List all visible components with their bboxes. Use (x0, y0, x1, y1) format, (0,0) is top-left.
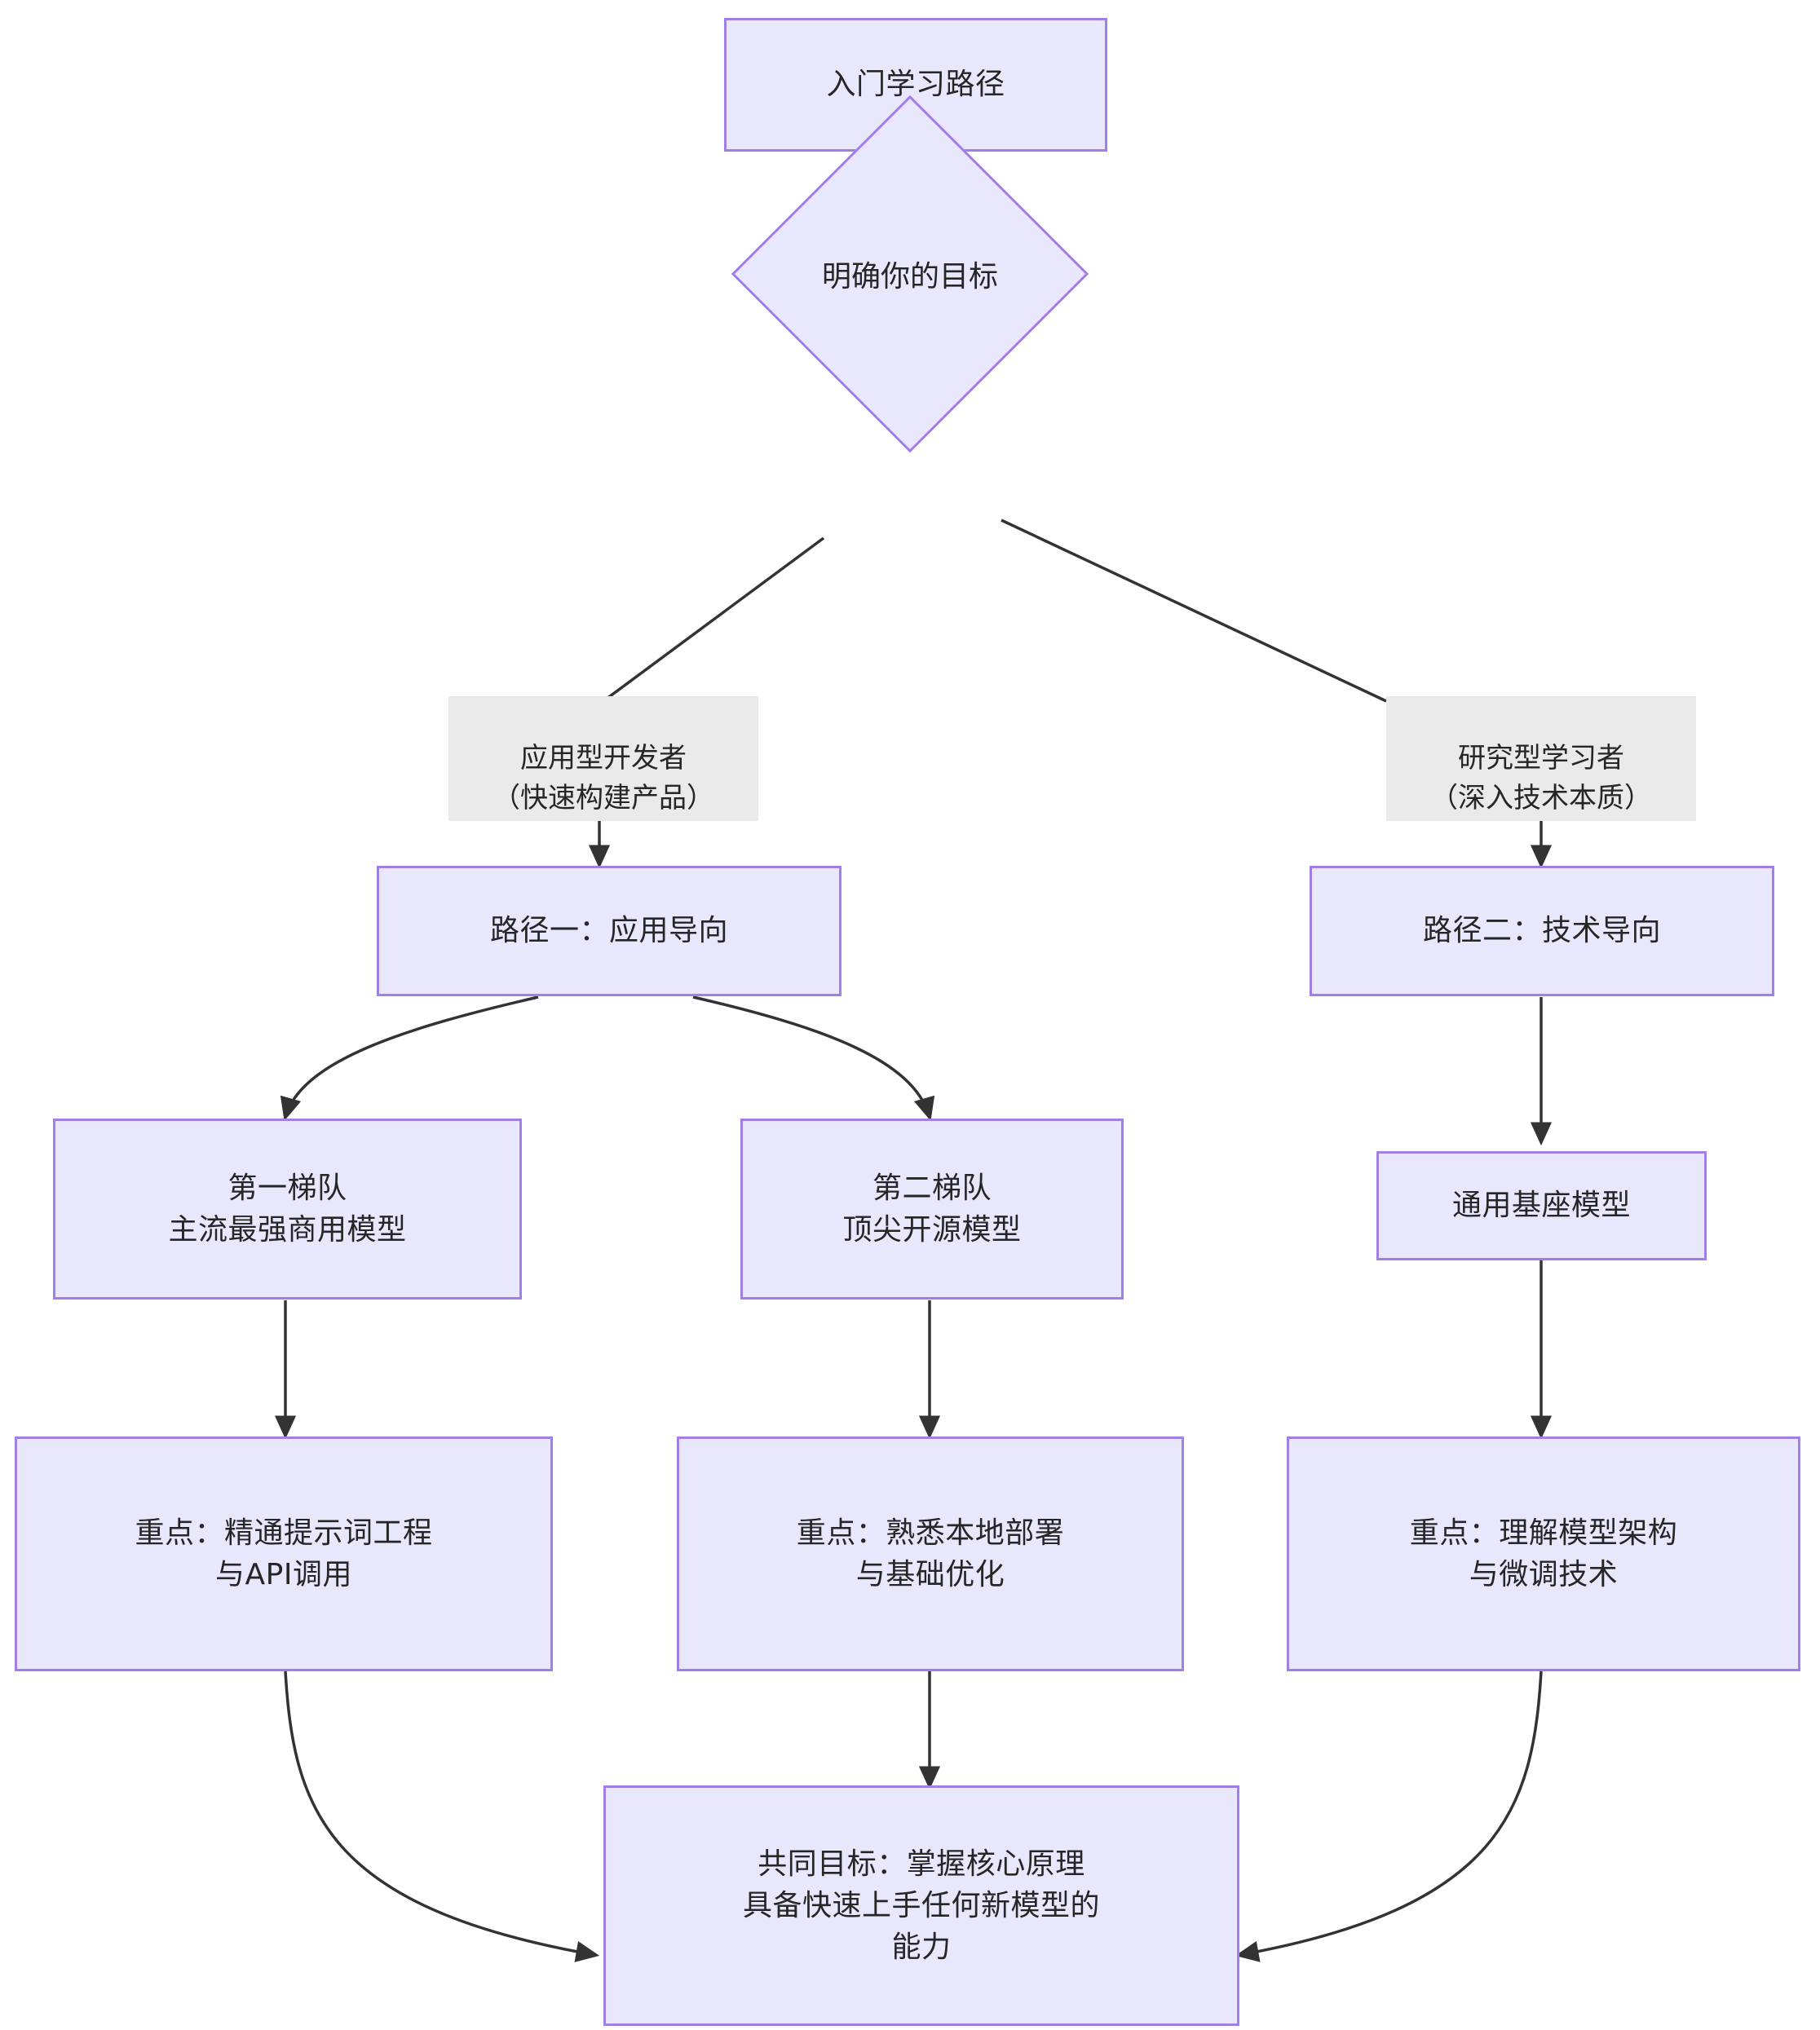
edge-focus-arch-to-goal (1235, 1670, 1543, 1962)
node-focus-prompt[interactable]: 重点：精通提示词工程 与API调用 (15, 1436, 553, 1671)
node-tier-one[interactable]: 第一梯队 主流最强商用模型 (53, 1119, 522, 1300)
edge-path-app-to-tier-one (280, 995, 539, 1122)
node-path-tech-label: 路径二：技术导向 (1422, 914, 1661, 948)
edge-decision-to-path-tech (1001, 519, 1387, 703)
node-path-app-label: 路径一：应用导向 (489, 914, 728, 948)
node-path-app[interactable]: 路径一：应用导向 (377, 866, 842, 996)
edge-decision-to-path-app (602, 536, 825, 703)
node-focus-arch-label: 重点：理解模型架构 与微调技术 (1409, 1516, 1678, 1591)
node-base-model-label: 通用基座模型 (1451, 1189, 1631, 1223)
node-decision-label: 明确你的目标 (821, 260, 998, 293)
node-focus-local[interactable]: 重点：熟悉本地部署 与基础优化 (677, 1436, 1184, 1671)
edge-path-app-to-tier-two (692, 995, 935, 1122)
edge-label-right-branch-text: 研究型学习者 （深入技术本质） (1430, 742, 1652, 814)
node-path-tech[interactable]: 路径二：技术导向 (1310, 866, 1774, 996)
node-focus-arch[interactable]: 重点：理解模型架构 与微调技术 (1287, 1436, 1800, 1671)
node-focus-prompt-label: 重点：精通提示词工程 与API调用 (135, 1516, 433, 1591)
node-start-label: 入门学习路径 (826, 68, 1005, 102)
node-tier-two[interactable]: 第二梯队 顶尖开源模型 (740, 1119, 1124, 1300)
node-focus-local-label: 重点：熟悉本地部署 与基础优化 (796, 1516, 1065, 1591)
node-tier-one-label: 第一梯队 主流最强商用模型 (168, 1171, 407, 1247)
node-tier-two-label: 第二梯队 顶尖开源模型 (842, 1171, 1022, 1247)
node-goal[interactable]: 共同目标：掌握核心原理 具备快速上手任何新模型的 能力 (603, 1785, 1239, 2026)
edge-label-left-branch: 应用型开发者 （快速构建产品） (448, 696, 758, 821)
edge-focus-prompt-to-goal (284, 1670, 600, 1962)
node-goal-label: 共同目标：掌握核心原理 具备快速上手任何新模型的 能力 (742, 1847, 1100, 1965)
node-base-model[interactable]: 通用基座模型 (1376, 1151, 1707, 1260)
node-decision[interactable]: 明确你的目标 (731, 95, 1089, 453)
edge-label-left-branch-text: 应用型开发者 （快速构建产品） (493, 742, 714, 814)
edge-label-right-branch: 研究型学习者 （深入技术本质） (1386, 696, 1696, 821)
